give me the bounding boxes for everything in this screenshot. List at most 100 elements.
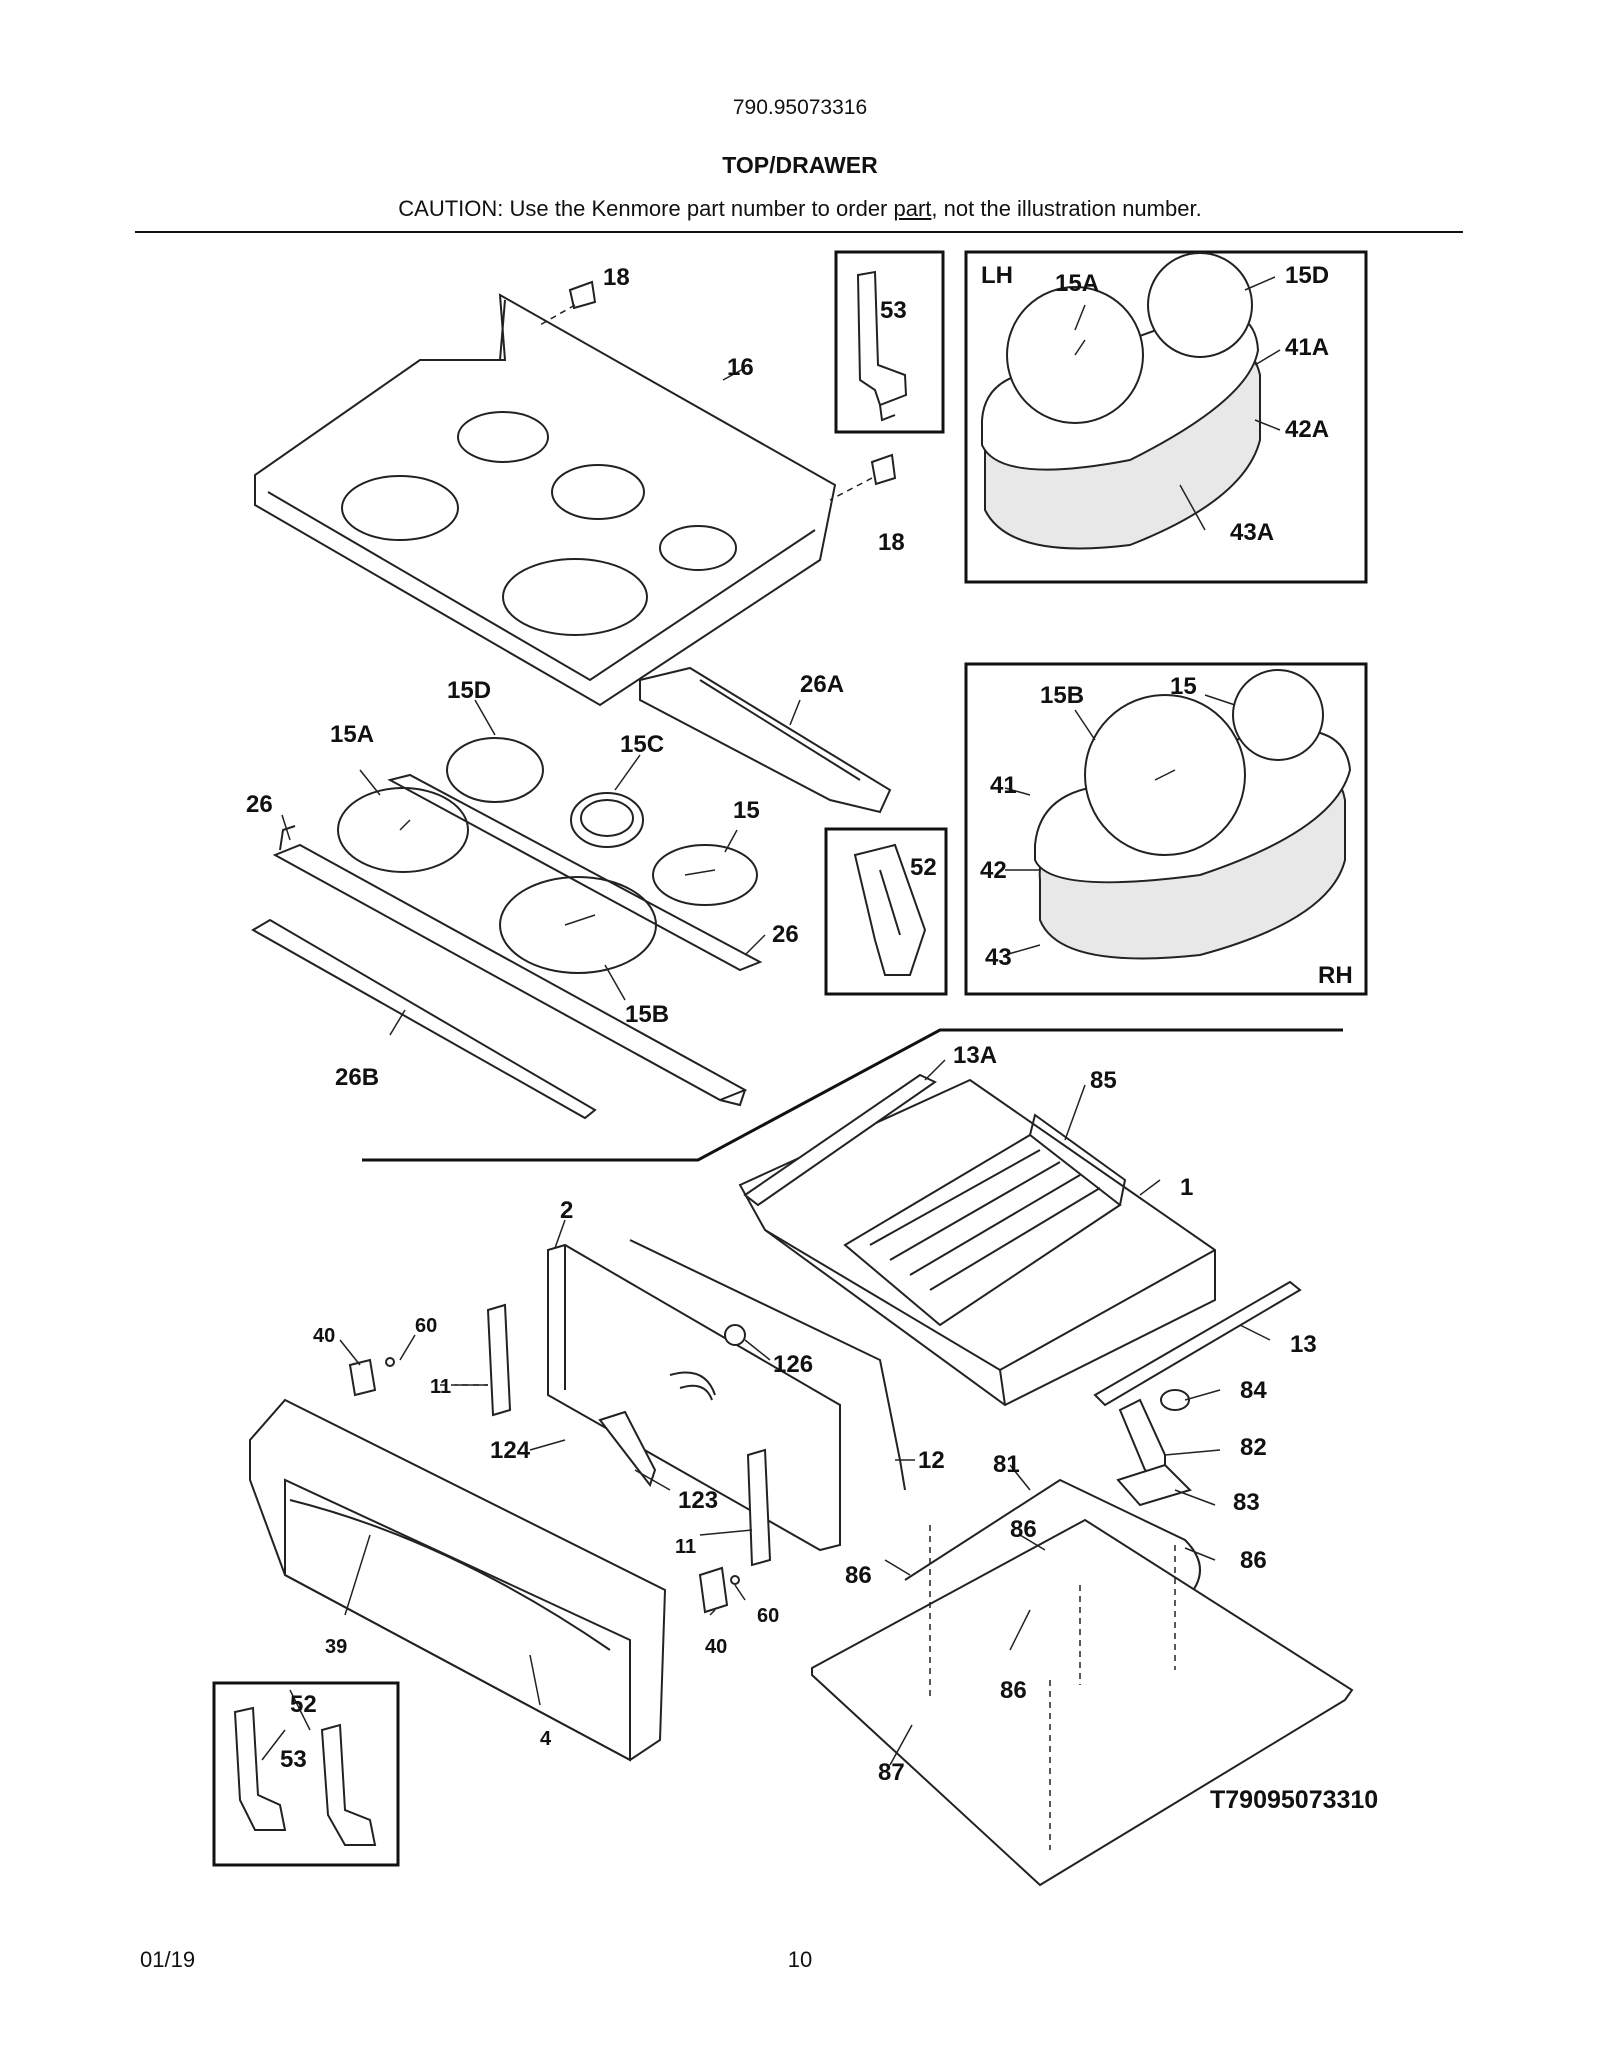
hinge-clip-18-right [829, 453, 897, 501]
slide-rail-13a [743, 1073, 937, 1207]
bracket-26 [272, 773, 763, 1107]
callout-13a: 13A [953, 1042, 997, 1069]
callout-41: 41 [990, 772, 1017, 799]
thermostat-84 [1160, 1389, 1190, 1411]
callout-85: 85 [1090, 1067, 1117, 1094]
callout-15c: 15C [620, 731, 664, 758]
callout-42: 42 [980, 857, 1007, 884]
drawer-body-1 [738, 1078, 1216, 1407]
callout-86-b: 86 [845, 1562, 872, 1589]
bracket-26a [639, 666, 892, 814]
callout-43a: 43A [1230, 519, 1274, 546]
callout-84: 84 [1240, 1377, 1267, 1404]
callout-82: 82 [1240, 1434, 1267, 1461]
label-rh: RH [1318, 962, 1353, 989]
callout-52-bl: 52 [290, 1691, 317, 1718]
callout-43: 43 [985, 944, 1012, 971]
element-15d [446, 737, 544, 803]
callout-4: 4 [540, 1728, 552, 1750]
callout-40-top: 40 [313, 1325, 335, 1347]
callout-15a-lh: 15A [1055, 270, 1099, 297]
bracket-40-bottom [698, 1566, 729, 1614]
callout-86-c: 86 [1240, 1547, 1267, 1574]
caution-link-part[interactable]: part [893, 196, 932, 221]
section-divider-line [362, 1028, 1343, 1162]
bracket-53 [856, 270, 908, 422]
callout-60-bottom: 60 [757, 1605, 779, 1627]
footer-page-number: 10 [787, 1947, 813, 1972]
callout-41a: 41A [1285, 334, 1329, 361]
callout-26-right: 26 [772, 921, 799, 948]
callout-11-top: 11 [430, 1376, 451, 1398]
cooktop-glass-top [254, 293, 837, 707]
drawer-rack-85 [843, 1113, 1127, 1327]
callout-15a: 15A [330, 721, 374, 748]
inset-box-53 [834, 250, 945, 434]
trim-26b [250, 918, 597, 1120]
callout-16: 16 [727, 354, 754, 381]
label-lh: LH [981, 262, 1013, 289]
callout-26a: 26A [800, 671, 844, 698]
callout-1: 1 [1180, 1174, 1193, 1201]
callout-2: 2 [560, 1197, 573, 1224]
wire-harness [669, 1371, 716, 1401]
callout-124: 124 [490, 1437, 531, 1464]
element-15a [337, 787, 469, 873]
clip-52 [853, 843, 927, 976]
callout-53-bl: 53 [280, 1746, 307, 1773]
bracket-40-top [348, 1358, 377, 1397]
inset-box-52-53 [212, 1681, 400, 1867]
callout-15b: 15B [625, 1001, 669, 1028]
inset-box-52 [824, 827, 948, 996]
callout-52-inset: 52 [910, 854, 937, 881]
callout-126: 126 [773, 1351, 813, 1378]
element-15c [570, 792, 644, 848]
callout-39: 39 [325, 1636, 347, 1658]
lh-element-assembly [981, 252, 1261, 550]
callout-15-rh: 15 [1170, 673, 1197, 700]
hinge-clip-18-top [539, 280, 597, 326]
callout-18-right: 18 [878, 529, 905, 556]
drawer-bottom-87 [811, 1518, 1354, 1887]
callout-15b-rh: 15B [1040, 682, 1084, 709]
insulation-123 [598, 1410, 657, 1488]
callout-123: 123 [678, 1487, 718, 1514]
callout-86-d: 86 [1000, 1677, 1027, 1704]
bracket-11-left [440, 1303, 512, 1417]
callout-13: 13 [1290, 1331, 1317, 1358]
footer-date: 01/19 [140, 1947, 196, 1972]
slide-rail-13 [1093, 1280, 1302, 1407]
callout-42a: 42A [1285, 416, 1329, 443]
drawer-gasket-12 [629, 1239, 906, 1491]
callout-leader-lines [261, 276, 1281, 1766]
callout-87: 87 [878, 1759, 905, 1786]
callout-18-top: 18 [603, 264, 630, 291]
part-126 [724, 1324, 746, 1346]
rh-element-assembly [1034, 669, 1352, 960]
callout-12: 12 [918, 1447, 945, 1474]
screw-60-bottom [730, 1575, 740, 1585]
element-15b [499, 876, 657, 974]
caution-text: CAUTION: Use the Kenmore part number to … [398, 196, 894, 221]
callout-11-bottom: 11 [675, 1536, 696, 1558]
callout-53-inset: 53 [880, 297, 907, 324]
callout-26-left: 26 [246, 791, 273, 818]
drawer-front-4 [249, 1398, 667, 1762]
element-15 [652, 844, 758, 906]
callout-26b: 26B [335, 1064, 379, 1091]
screw-60-top [385, 1357, 395, 1367]
callout-60-top: 60 [415, 1315, 437, 1337]
callout-15d: 15D [447, 677, 491, 704]
callout-15: 15 [733, 797, 760, 824]
header-rule [135, 231, 1463, 233]
bracket-11-right [746, 1448, 772, 1567]
callout-15d-lh: 15D [1285, 262, 1329, 289]
callout-86-a: 86 [1010, 1516, 1037, 1543]
illustration-code: T79095073310 [1210, 1786, 1378, 1814]
section-title: TOP/DRAWER [722, 152, 878, 178]
caution-note: CAUTION: Use the Kenmore part number to … [0, 196, 1600, 222]
clip-pair-52-53 [233, 1706, 377, 1846]
callout-81: 81 [993, 1451, 1020, 1478]
